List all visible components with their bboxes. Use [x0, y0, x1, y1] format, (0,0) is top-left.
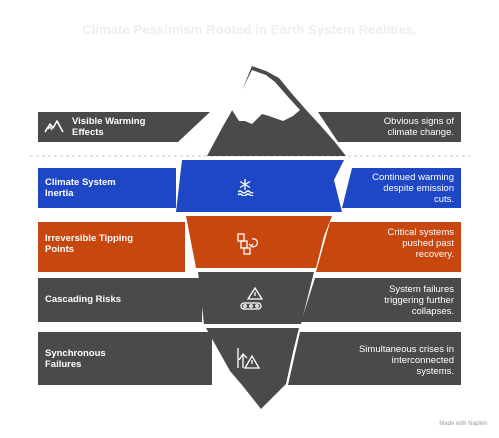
- right-bar-inertia: [342, 168, 461, 208]
- layer-description-visible-warming: Obvious signs of climate change.: [383, 116, 454, 138]
- layer-description-synchronous: Simultaneous crises in interconnected sy…: [358, 344, 454, 377]
- chart-warning-icon: [236, 346, 261, 375]
- left-bar-visible-warming: [38, 112, 210, 142]
- iceberg-section-cascading: [198, 272, 314, 324]
- iceberg-snow: [232, 70, 300, 124]
- left-bar-tipping: [38, 222, 185, 272]
- left-bar-cascading: [38, 278, 202, 322]
- made-with-napkin-footer[interactable]: Made with Napkin: [439, 421, 487, 427]
- layer-description-inertia: Continued warming despite emission cuts.: [372, 172, 454, 205]
- warning-chain-icon: [240, 286, 264, 316]
- snowflake-water-icon: [236, 178, 254, 201]
- iceberg-section-inertia: [176, 160, 344, 212]
- layer-label-synchronous: Synchronous Failures: [45, 348, 106, 370]
- layer-label-tipping: Irreversible Tipping Points: [45, 233, 133, 255]
- right-bar-tipping: [316, 222, 461, 272]
- layer-description-cascading: System failures triggering further colla…: [384, 284, 454, 317]
- right-bar-visible-warming: [318, 112, 461, 142]
- layer-label-cascading: Cascading Risks: [45, 294, 122, 305]
- iceberg-section-tipping: [186, 216, 332, 268]
- right-bar-synchronous: [288, 332, 461, 385]
- layer-description-tipping: Critical systems pushed past recovery.: [387, 227, 454, 260]
- layer-label-inertia: Climate System Inertia: [45, 177, 116, 199]
- domino-cycle-icon: [236, 233, 258, 260]
- right-bar-cascading: [301, 278, 461, 322]
- mountain-peaks-icon: [44, 118, 64, 139]
- left-bar-synchronous: [38, 332, 212, 385]
- layer-label-visible-warming: Visible Warming Effects: [72, 116, 146, 138]
- diagram-title: Climate Pessimism Rooted in Earth System…: [82, 22, 417, 37]
- left-bar-inertia: [38, 168, 176, 208]
